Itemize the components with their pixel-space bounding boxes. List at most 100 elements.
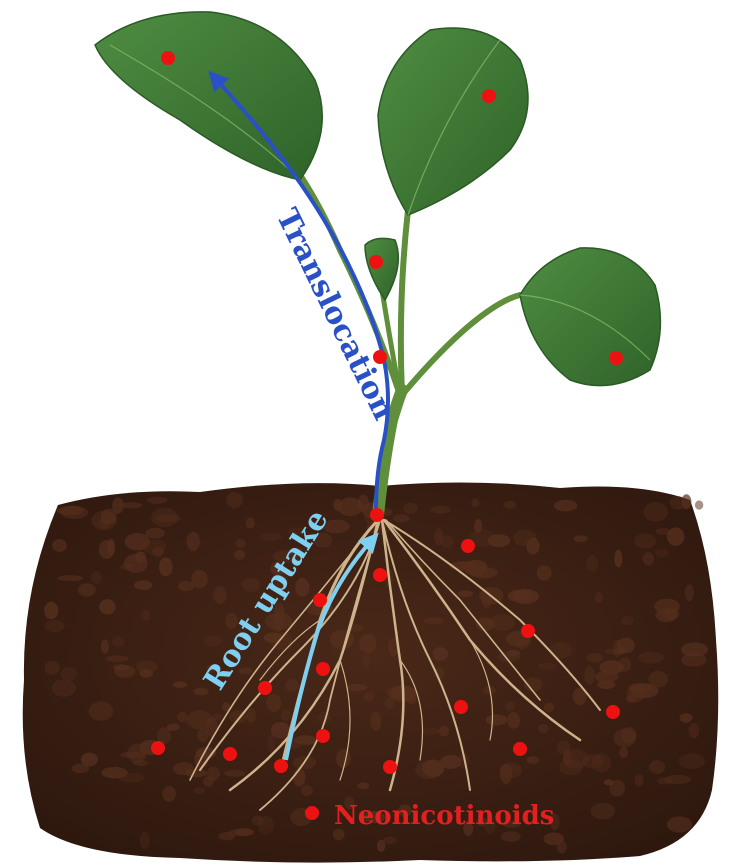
soil-clod <box>330 630 354 650</box>
soil-clod <box>226 492 243 508</box>
soil-clod <box>648 671 668 688</box>
neonicotinoid-dot <box>258 681 272 695</box>
soil-clod <box>264 632 283 643</box>
neonicotinoids-label: Neonicotinoids <box>334 801 554 831</box>
soil-clod <box>595 592 603 603</box>
soil-clod <box>643 552 655 565</box>
soil-clod <box>57 575 83 581</box>
neonicotinoid-dot <box>223 747 237 761</box>
soil-clod <box>101 639 109 653</box>
soil-clod <box>458 590 473 597</box>
neonicotinoid-dot <box>313 593 327 607</box>
soil-clod <box>670 496 686 510</box>
soil-clod <box>667 527 685 546</box>
neonicotinoid-dot <box>609 351 623 365</box>
soil-clod <box>507 712 520 729</box>
soil-clod <box>688 723 699 738</box>
soil-clod <box>695 500 703 509</box>
soil-clod <box>224 770 245 777</box>
neonicotinoid-dot <box>316 729 330 743</box>
soil-clod <box>162 786 176 802</box>
soil-clod <box>619 747 628 758</box>
soil-clod <box>235 539 245 548</box>
soil-clod <box>599 660 623 674</box>
neonicotinoid-dot <box>161 51 175 65</box>
soil-clod <box>60 667 77 681</box>
soil-clod <box>554 500 577 512</box>
soil-clod <box>44 602 58 620</box>
soil-clod <box>486 714 507 725</box>
soil-clod <box>346 684 368 691</box>
soil-clod <box>665 775 692 784</box>
soil-clod <box>638 651 663 663</box>
neonicotinoid-dot <box>305 806 319 820</box>
soil-clod <box>614 550 622 568</box>
soil-clod <box>403 503 417 514</box>
soil-clod <box>187 532 200 552</box>
soil-clod <box>591 803 615 820</box>
soil-clod <box>213 586 226 605</box>
soil-clod <box>434 528 443 545</box>
soil-clod <box>141 610 151 621</box>
neonicotinoid-dot <box>513 742 527 756</box>
soil-clod <box>655 548 669 557</box>
soil-clod <box>527 756 539 764</box>
soil-clod <box>597 680 615 689</box>
soil-clod <box>587 653 604 663</box>
neonicotinoid-dot <box>606 705 620 719</box>
soil-clod <box>112 497 123 514</box>
soil-clod <box>147 497 167 504</box>
soil-clod <box>358 495 369 513</box>
soil-clod <box>422 728 440 735</box>
soil-clod <box>101 767 127 779</box>
soil-clod <box>246 518 255 529</box>
soil-clod <box>634 774 643 787</box>
soil-clod <box>393 514 410 522</box>
soil-clod <box>357 782 369 789</box>
soil-clod <box>51 679 76 697</box>
leaf-top-left <box>95 12 322 180</box>
soil-clod <box>587 555 598 572</box>
soil-clod <box>667 816 692 832</box>
soil-clod <box>649 760 665 774</box>
soil-clod <box>61 506 89 519</box>
soil-clod <box>621 616 634 625</box>
soil-clod <box>359 634 376 653</box>
soil-clod <box>584 666 595 685</box>
soil-clod <box>563 750 572 765</box>
neonicotinoid-dot <box>151 741 165 755</box>
soil-clod <box>194 787 205 794</box>
soil-clod <box>203 776 214 787</box>
soil-clod <box>364 692 374 701</box>
soil-clod <box>134 580 152 590</box>
soil-clod <box>440 755 461 769</box>
soil-clod <box>507 590 535 603</box>
soil-clod <box>133 760 148 766</box>
soil-clod <box>78 583 96 596</box>
soil-clod <box>628 683 653 693</box>
soil-clod <box>537 565 552 581</box>
soil-clod <box>266 694 281 712</box>
soil-clod <box>433 647 449 661</box>
soil-clod <box>506 701 515 711</box>
soil-clod <box>91 571 102 584</box>
soil-clod <box>513 530 536 547</box>
soil-clod <box>507 650 520 656</box>
soil-clod <box>142 539 166 554</box>
leaf-top-right <box>378 28 528 215</box>
soil-clod <box>471 498 479 507</box>
soil-clod <box>178 581 194 591</box>
soil-clod <box>516 639 529 650</box>
soil-clod <box>285 679 298 692</box>
soil-clod <box>159 557 173 576</box>
soil-clod <box>271 722 291 739</box>
soil-clod <box>112 636 124 647</box>
soil-clod <box>336 749 351 768</box>
soil-clod <box>574 535 588 542</box>
soil-clod <box>177 712 187 722</box>
soil-clod <box>91 511 117 531</box>
soil-clod <box>524 677 543 692</box>
soil-clod <box>44 661 59 675</box>
soil-clod <box>500 764 512 784</box>
soil-clod <box>470 567 498 578</box>
